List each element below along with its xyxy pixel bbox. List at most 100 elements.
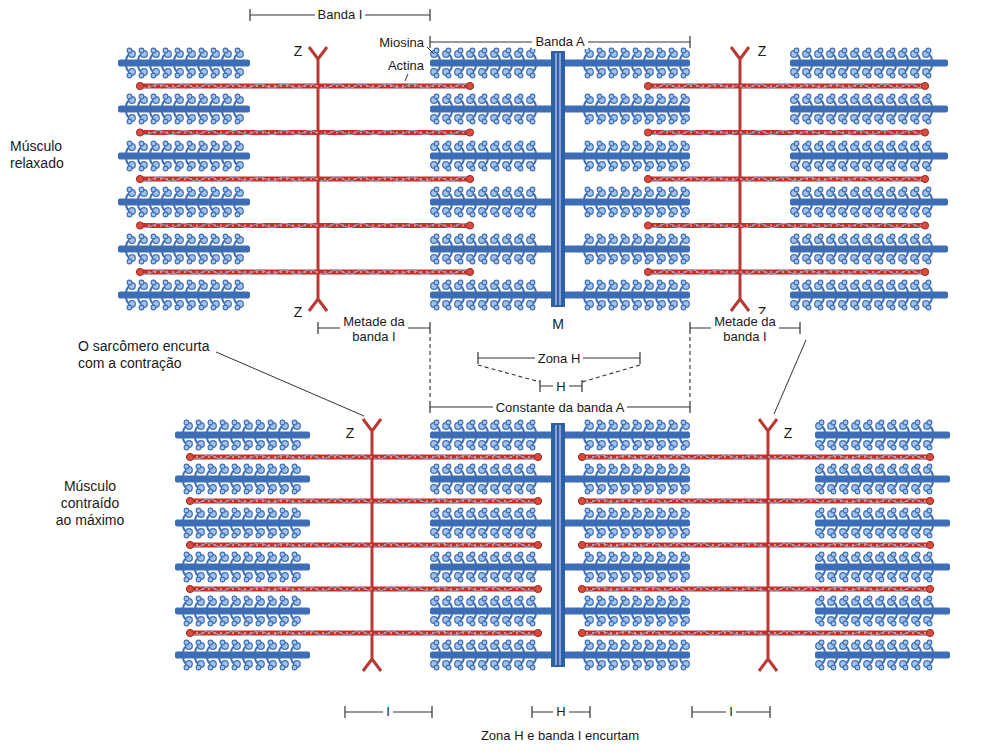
tropomyosin [318, 177, 468, 181]
actin-filament [648, 270, 740, 275]
myosin-head [830, 119, 835, 124]
myosin-head [597, 420, 602, 425]
myosin-head [518, 280, 523, 285]
tropomyosin [768, 543, 930, 547]
myosin-head [223, 259, 228, 264]
myosin-head [199, 94, 204, 99]
myosin-head [434, 280, 439, 285]
myosin-head [866, 280, 871, 285]
myosin-head [434, 141, 439, 146]
myosin-head [506, 212, 511, 217]
actin-filament [768, 455, 930, 460]
myosin-head [914, 187, 919, 192]
myosin-head [681, 94, 686, 99]
myosin-head [211, 119, 216, 124]
myosin-head [530, 464, 535, 469]
myosin-head [597, 280, 602, 285]
myosin-head [878, 234, 883, 239]
myosin-head [621, 234, 626, 239]
tropomyosin [318, 270, 468, 274]
myosin-head [446, 464, 451, 469]
myosin-head [199, 234, 204, 239]
myosin-head [645, 94, 650, 99]
myosin-head [482, 187, 487, 192]
myosin-head [818, 212, 823, 217]
myosin-head [926, 73, 931, 78]
myosin-head [585, 234, 590, 239]
myosin-head [819, 445, 824, 450]
myosin-head [175, 94, 180, 99]
myosin-head [434, 166, 439, 171]
myosin-head [657, 166, 662, 171]
actin-filament [648, 177, 740, 182]
myosin-head [830, 94, 835, 99]
actin-end [644, 175, 651, 182]
myosin-head [585, 141, 590, 146]
actin-filament [740, 84, 925, 89]
myosin-filament [815, 432, 950, 439]
myosin-head [681, 305, 686, 310]
myosin-head [211, 234, 216, 239]
myosin-head [151, 212, 156, 217]
myosin-head [842, 305, 847, 310]
actin-beads [740, 132, 925, 134]
myosin-head [211, 259, 216, 264]
myosin-head [669, 48, 674, 53]
myosin-head [621, 420, 626, 425]
myosin-head [657, 119, 662, 124]
myosin-head [208, 464, 213, 469]
myosin-head [151, 305, 156, 310]
actin-end [186, 541, 193, 548]
myosin-head [139, 73, 144, 78]
myosin-head [163, 119, 168, 124]
myosin-head [633, 187, 638, 192]
myosin-head [597, 187, 602, 192]
myosin-head [609, 166, 614, 171]
actin-end [466, 222, 473, 229]
myosin-head [196, 489, 201, 494]
myosin-head [235, 73, 240, 78]
myosin-filament [175, 432, 310, 439]
tropomyosin [318, 84, 468, 88]
myosin-head [434, 48, 439, 53]
myosin-head [127, 166, 132, 171]
actin-end [186, 497, 193, 504]
myosin-head [434, 73, 439, 78]
actin-beads [582, 544, 768, 546]
myosin-head [235, 187, 240, 192]
myosin-head [458, 141, 463, 146]
myosin-head [926, 94, 931, 99]
myosin-head [890, 187, 895, 192]
myosin-head [681, 48, 686, 53]
myosin-head [506, 119, 511, 124]
myosin-head [199, 280, 204, 285]
myosin-filament [118, 246, 250, 253]
myosin-head [184, 489, 189, 494]
actin-beads [582, 456, 768, 458]
myosin-head [470, 280, 475, 285]
myosin-head [494, 420, 499, 425]
myosin-head [220, 489, 225, 494]
myosin-head [482, 234, 487, 239]
myosin-head [854, 141, 859, 146]
myosin-head [621, 212, 626, 217]
myosin-head [830, 187, 835, 192]
myosin-head [187, 119, 192, 124]
myosin-head [866, 119, 871, 124]
myosin-head [199, 187, 204, 192]
actin-end [578, 497, 585, 504]
myosin-head [232, 445, 237, 450]
myosin-head [818, 187, 823, 192]
actin-filament [648, 84, 740, 89]
myosin-head [621, 445, 626, 450]
myosin-head [657, 305, 662, 310]
actin-end [578, 541, 585, 548]
myosin-head [830, 259, 835, 264]
tropomyosin [740, 270, 923, 274]
myosin-head [902, 187, 907, 192]
actin-end [534, 541, 541, 548]
myosin-head [175, 141, 180, 146]
actin-filament [582, 499, 768, 504]
myosin-head [494, 141, 499, 146]
tropomyosin [582, 587, 768, 591]
